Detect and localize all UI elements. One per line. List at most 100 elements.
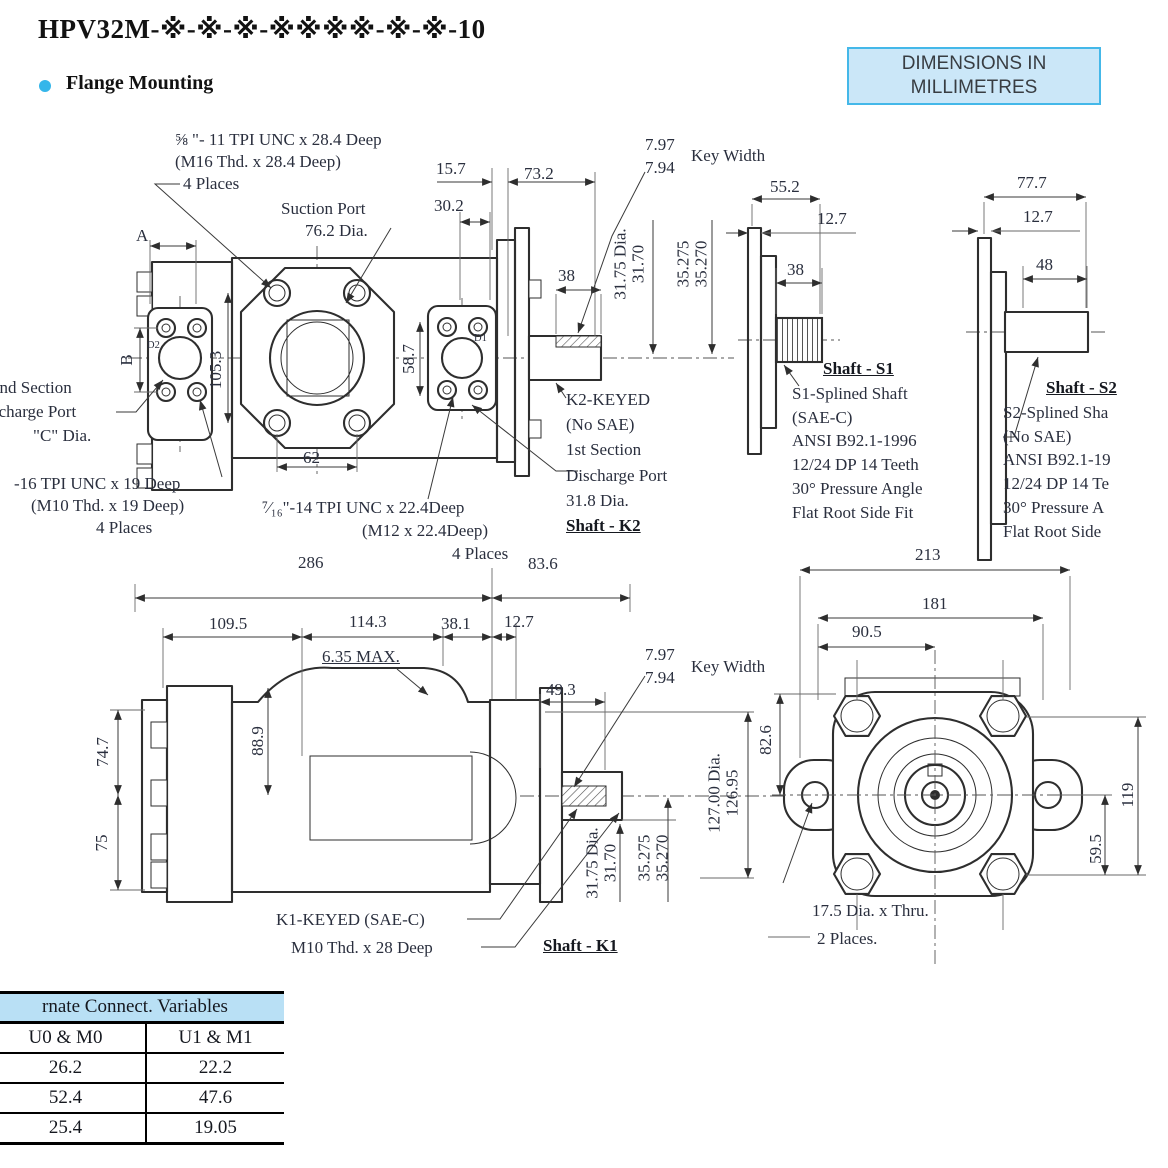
second-section-label-1: 2nd Section <box>0 378 72 397</box>
suction-port-dia: 76.2 Dia. <box>305 221 368 240</box>
s2-annotation: S2-Splined Sha (No SAE) ANSI B92.1-19 12… <box>1003 401 1111 543</box>
shaft-s2-title: Shaft - S2 <box>1046 378 1117 397</box>
dim-35-275: 35.275 <box>673 240 693 288</box>
dim-flange-dia: 127.00 Dia. 126.95 <box>704 753 743 833</box>
dim-shaft-dia-top: 31.75 Dia. 31.70 <box>610 228 649 300</box>
dim-105-3: 105.3 <box>205 350 225 390</box>
s2-line-5: 30° Pressure A <box>1003 497 1105 517</box>
second-section-label-3: "C" Dia. <box>33 426 92 445</box>
k2-line-3: 1st Section <box>566 440 642 460</box>
key-width-label: Key Width <box>691 146 766 165</box>
key-width-upper: 7.97 <box>645 135 675 154</box>
table-col-u0m0: U0 & M0 <box>0 1024 147 1052</box>
end-view-linework <box>768 566 1146 965</box>
dim-30-2: 30.2 <box>434 196 464 215</box>
thread-spec-top-1: ⅝ "- 11 TPI UNC x 28.4 Deep <box>175 130 382 149</box>
dim-114-3: 114.3 <box>349 612 387 631</box>
second-section-label-2: Discharge Port <box>0 402 77 421</box>
dim-35-275-side: 35.275 <box>634 834 654 882</box>
dim-38-1: 38.1 <box>441 614 471 633</box>
s1-dim-38: 38 <box>787 260 804 279</box>
thread-spec-bottom-3: 4 Places <box>452 544 509 563</box>
s1-annotation: S1-Splined Shaft (SAE-C) ANSI B92.1-1996… <box>792 382 923 524</box>
dim-119: 119 <box>1117 782 1137 808</box>
port-d2: D2 <box>147 340 160 351</box>
s1-line-5: 30° Pressure Angle <box>792 478 923 498</box>
s2-line-3: ANSI B92.1-19 <box>1003 450 1111 470</box>
thread-spec-bottom-2: (M12 x 22.4Deep) <box>362 521 489 540</box>
dim-31-75: 31.75 Dia. <box>610 228 630 300</box>
dim-82-6: 82.6 <box>755 725 775 755</box>
shaft-s1-title: Shaft - S1 <box>823 359 894 378</box>
dim-213: 213 <box>915 545 941 564</box>
dim-6-35-max: 6.35 MAX. <box>322 647 400 666</box>
s1-line-2: (SAE-C) <box>792 407 853 427</box>
dim-109-5: 109.5 <box>209 614 248 633</box>
k1-keyed-label: K1-KEYED (SAE-C) <box>276 910 425 929</box>
s2-dim-12-7: 12.7 <box>1023 207 1053 226</box>
dim-shaft-dia-side: 31.75 Dia. 31.70 <box>582 827 621 899</box>
table-cell: 26.2 <box>0 1054 147 1082</box>
key-width-lower: 7.94 <box>645 158 675 177</box>
connect-variables-table: rnate Connect. Variables U0 & M0 U1 & M1… <box>0 991 284 1145</box>
units-line2: MILLIMETRES <box>910 77 1038 98</box>
dim-31-75-side: 31.75 Dia. <box>582 827 602 899</box>
k2-line-4: Discharge Port <box>566 465 668 485</box>
dim-90-5: 90.5 <box>852 622 882 641</box>
s2-line-2: (No SAE) <box>1003 426 1072 446</box>
shaft-s2-linework <box>952 193 1108 562</box>
k2-annotation: K2-KEYED (No SAE) 1st Section Discharge … <box>566 387 667 538</box>
dim-35-270-side: 35.270 <box>653 834 672 882</box>
dim-a: A <box>136 226 149 245</box>
table-cell: 52.4 <box>0 1084 147 1112</box>
s2-dim-77-7: 77.7 <box>1017 173 1047 192</box>
thread-spec-top-3: 4 Places <box>183 174 240 193</box>
dim-58-7: 58.7 <box>398 344 418 374</box>
key2-width-label: Key Width <box>691 657 766 676</box>
mount-hole-label-2: 2 Places. <box>817 929 878 948</box>
dim-12-7-side: 12.7 <box>504 612 534 631</box>
table-row: 52.4 47.6 <box>0 1082 284 1112</box>
s1-dim-55-2: 55.2 <box>770 177 800 196</box>
suction-port-label: Suction Port <box>281 199 366 218</box>
table-col-u1m1: U1 & M1 <box>178 1027 253 1048</box>
port-d1: D1 <box>474 333 487 344</box>
k2-line-2: (No SAE) <box>566 415 635 435</box>
dim-49-3: 49.3 <box>546 680 576 699</box>
table-row: 25.4 19.05 <box>0 1112 284 1142</box>
dim-15-7: 15.7 <box>436 159 466 178</box>
thread-spec-bottom-1: ⁷⁄₁₆"-14 TPI UNC x 22.4Deep <box>262 498 465 517</box>
dim-pilot-side: 35.275 35.270 <box>634 834 673 882</box>
units-note-box: DIMENSIONS IN MILLIMETRES <box>847 47 1101 105</box>
dim-59-5: 59.5 <box>1085 834 1105 864</box>
k2-line-1: K2-KEYED <box>566 390 651 409</box>
k2-line-5: 31.8 Dia. <box>566 490 629 510</box>
dim-181: 181 <box>922 594 948 613</box>
dim-126-95: 126.95 <box>723 769 742 817</box>
dim-62: 62 <box>303 448 320 467</box>
dim-b: B <box>116 354 136 366</box>
s2-dim-48: 48 <box>1036 255 1053 274</box>
dim-73-2: 73.2 <box>524 164 554 183</box>
s2-line-1: S2-Splined Sha <box>1003 403 1109 422</box>
dim-127-00: 127.00 Dia. <box>704 753 724 833</box>
dim-31-70: 31.70 <box>629 244 648 284</box>
table-cell: 22.2 <box>198 1057 233 1078</box>
side-view-linework <box>110 623 786 948</box>
table-header: rnate Connect. Variables <box>0 994 284 1024</box>
bullet-icon <box>39 80 51 92</box>
dim-pilot-top: 35.275 35.270 <box>673 240 712 288</box>
shaft-k1-title: Shaft - K1 <box>543 936 618 955</box>
dim-88-9: 88.9 <box>247 726 267 756</box>
thread-spec-left-1: -16 TPI UNC x 19 Deep <box>14 474 181 493</box>
table-cell: 25.4 <box>0 1114 147 1142</box>
mount-hole-label-1: 17.5 Dia. x Thru. <box>812 901 929 920</box>
s1-line-6: Flat Root Side Fit <box>792 502 914 522</box>
table-cell: 47.6 <box>198 1087 233 1108</box>
shaft-s1-linework <box>726 195 856 456</box>
dim-38-key: 38 <box>558 266 575 285</box>
thread-spec-top-2: (M16 Thd. x 28.4 Deep) <box>175 152 341 171</box>
s2-line-4: 12/24 DP 14 Te <box>1003 474 1110 494</box>
